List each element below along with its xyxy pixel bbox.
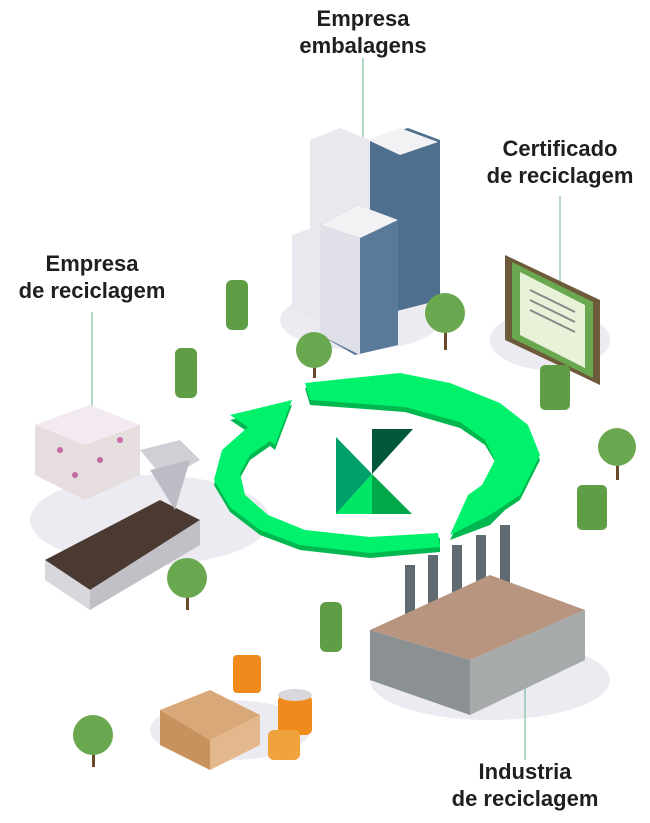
label-line: Certificado: [502, 136, 618, 161]
label-line: de reciclagem: [18, 278, 166, 303]
label-line: Empresa: [316, 6, 410, 31]
trees-icon: [73, 280, 636, 767]
label-line: Empresa: [45, 251, 139, 276]
label-line: de reciclagem: [486, 163, 634, 188]
label-line: Industria: [478, 759, 572, 784]
factory-icon: [370, 525, 585, 715]
label-certificate: Certificado de reciclagem: [460, 135, 650, 189]
label-line: embalagens: [299, 33, 427, 58]
recycling-arrows-icon: [214, 373, 540, 558]
label-recycling-industry: Industria de reciclagem: [425, 758, 625, 812]
recycling-plant-icon: [35, 405, 200, 610]
label-line: de reciclagem: [451, 786, 599, 811]
label-packaging-company: Empresa embalagens: [263, 5, 463, 59]
packaging-waste-icon: [160, 655, 312, 770]
logo-icon: [336, 429, 413, 514]
office-buildings-icon: [292, 128, 440, 355]
label-recycling-company: Empresa de reciclagem: [0, 250, 192, 304]
certificate-board-icon: [505, 255, 600, 385]
leader-lines: [91, 58, 561, 760]
